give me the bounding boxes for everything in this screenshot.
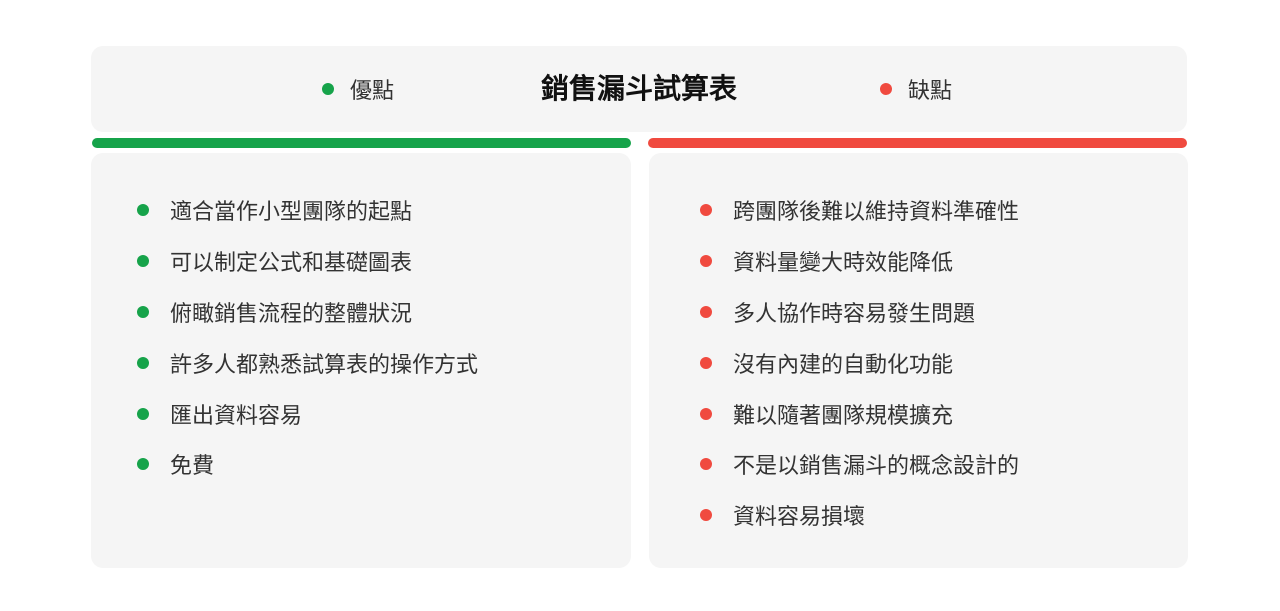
pros-list-item: 免費 — [137, 439, 478, 490]
legend-pros-label: 優點 — [350, 79, 395, 104]
cons-item-text: 資料量變大時效能降低 — [733, 251, 954, 277]
cons-item-text: 沒有內建的自動化功能 — [733, 352, 954, 378]
cons-bullet-icon — [700, 458, 712, 471]
page-title: 銷售漏斗試算表 — [540, 72, 737, 105]
cons-bullet-icon — [700, 204, 712, 217]
pros-list-item: 可以制定公式和基礎圖表 — [137, 236, 478, 287]
pros-item-text: 俯瞰銷售流程的整體狀況 — [170, 301, 413, 327]
cons-bullet-icon — [700, 407, 712, 420]
cons-list: 跨團隊後難以維持資料準確性資料量變大時效能降低多人協作時容易發生問題沒有內建的自… — [700, 185, 1019, 541]
legend-cons: 缺點 — [880, 46, 952, 132]
cons-list-item: 多人協作時容易發生問題 — [700, 287, 1019, 338]
cons-bullet-icon — [700, 305, 712, 318]
cons-item-text: 不是以銷售漏斗的概念設計的 — [733, 454, 1020, 480]
cons-list-item: 資料容易損壞 — [700, 490, 1019, 541]
pros-bullet-icon — [137, 458, 149, 471]
pros-item-text: 匯出資料容易 — [170, 403, 303, 429]
legend-pros: 優點 — [322, 46, 394, 132]
pros-panel: 適合當作小型團隊的起點可以制定公式和基礎圖表俯瞰銷售流程的整體狀況許多人都熟悉試… — [91, 153, 631, 568]
pros-item-text: 許多人都熟悉試算表的操作方式 — [170, 352, 479, 378]
pros-accent-bar — [92, 138, 631, 148]
cons-bullet-icon — [700, 509, 712, 522]
pros-list: 適合當作小型團隊的起點可以制定公式和基礎圖表俯瞰銷售流程的整體狀況許多人都熟悉試… — [137, 185, 478, 490]
pros-bullet-icon — [137, 407, 149, 420]
cons-list-item: 沒有內建的自動化功能 — [700, 337, 1019, 388]
cons-item-text: 多人協作時容易發生問題 — [733, 301, 976, 327]
cons-panel: 跨團隊後難以維持資料準確性資料量變大時效能降低多人協作時容易發生問題沒有內建的自… — [649, 153, 1188, 568]
pros-list-item: 許多人都熟悉試算表的操作方式 — [137, 337, 478, 388]
header-card: 優點 銷售漏斗試算表 缺點 — [91, 46, 1187, 132]
pros-list-item: 俯瞰銷售流程的整體狀況 — [137, 287, 478, 338]
pros-item-text: 可以制定公式和基礎圖表 — [170, 251, 413, 277]
pros-dot-icon — [322, 83, 334, 95]
legend-cons-label: 缺點 — [908, 79, 953, 104]
cons-list-item: 難以隨著團隊規模擴充 — [700, 388, 1019, 439]
pros-list-item: 匯出資料容易 — [137, 388, 478, 439]
cons-item-text: 跨團隊後難以維持資料準確性 — [733, 200, 1020, 226]
cons-list-item: 不是以銷售漏斗的概念設計的 — [700, 439, 1019, 490]
pros-bullet-icon — [137, 204, 149, 217]
pros-bullet-icon — [137, 255, 149, 268]
pros-bullet-icon — [137, 305, 149, 318]
pros-item-text: 適合當作小型團隊的起點 — [170, 200, 413, 226]
cons-item-text: 資料容易損壞 — [733, 505, 866, 531]
cons-dot-icon — [880, 83, 892, 95]
cons-bullet-icon — [700, 356, 712, 369]
cons-bullet-icon — [700, 255, 712, 268]
cons-item-text: 難以隨著團隊規模擴充 — [733, 403, 954, 429]
cons-accent-bar — [648, 138, 1187, 148]
pros-list-item: 適合當作小型團隊的起點 — [137, 185, 478, 236]
cons-list-item: 資料量變大時效能降低 — [700, 236, 1019, 287]
cons-list-item: 跨團隊後難以維持資料準確性 — [700, 185, 1019, 236]
pros-bullet-icon — [137, 356, 149, 369]
pros-item-text: 免費 — [170, 454, 215, 480]
